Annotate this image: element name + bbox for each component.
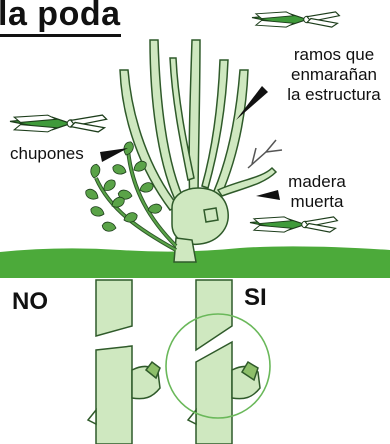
label-line: la estructura — [278, 85, 390, 105]
label-line: ramos que — [278, 45, 390, 65]
label-tangled-branches: ramos que enmarañan la estructura — [278, 45, 390, 105]
stem-wrong-cut — [88, 280, 160, 444]
pruning-shears-icon — [250, 217, 337, 232]
label-line: madera — [282, 172, 352, 192]
label-line: muerta — [282, 192, 352, 212]
dead-wood — [248, 140, 282, 168]
label-line: enmarañan — [278, 65, 390, 85]
label-water-sprouts: chupones — [10, 144, 84, 164]
pruning-shears-icon — [10, 115, 107, 132]
label-right: SI — [244, 284, 267, 312]
pruning-shears-icon — [252, 12, 339, 27]
label-dead-wood: madera muerta — [282, 172, 352, 212]
label-wrong: NO — [12, 288, 48, 316]
